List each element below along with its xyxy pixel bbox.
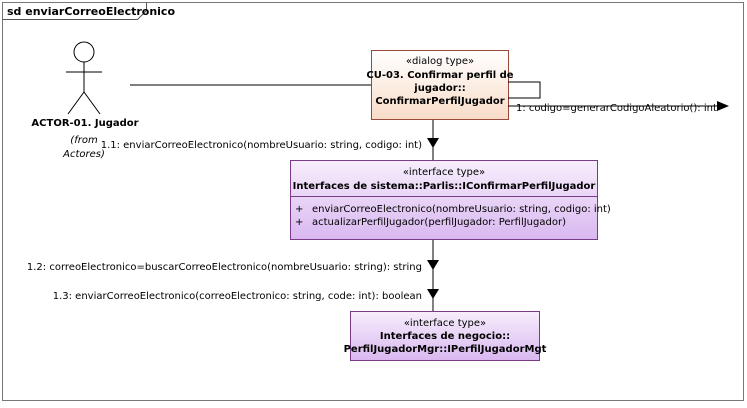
operation-1-visibility: +: [295, 204, 303, 215]
interface-sistema-rect: [290, 160, 598, 240]
interface-sistema-box[interactable]: [290, 160, 598, 240]
operation-2-signature: actualizarPerfilJugador(perfilJugador: P…: [312, 217, 566, 228]
actor-package-line2: Actores): [62, 149, 105, 160]
self-message-loop: [508, 81, 541, 99]
interface-negocio-stereotype: «interface type»: [404, 318, 486, 329]
interface-sistema-name: Interfaces de sistema::Parlis::IConfirma…: [293, 181, 596, 192]
dialog-name-line2: jugador::: [413, 83, 465, 94]
dialog-rect: [371, 50, 509, 120]
dialog-name-line1: CU-03. Confirmar perfil de: [366, 70, 513, 81]
interface-negocio-rect: [350, 311, 540, 361]
message-1-1-arrowhead: [427, 138, 439, 148]
frame-label-tab: [2, 2, 147, 20]
message-1-arrowhead: [717, 101, 729, 111]
message-1-1-label: 1.1: enviarCorreoElectronico(nombreUsuar…: [101, 140, 422, 151]
dialog-box[interactable]: [371, 50, 509, 120]
actor-jugador[interactable]: [66, 41, 102, 115]
actor-head: [73, 41, 95, 63]
interface-negocio-name-line2: PerfilJugadorMgr::IPerfilJugadorMgt: [344, 344, 547, 355]
message-1-2-label: 1.2: correoElectronico=buscarCorreoElect…: [27, 262, 422, 273]
frame-label: sd enviarCorreoElectronico: [7, 5, 175, 18]
operation-2-visibility: +: [295, 217, 303, 228]
dialog-stereotype: «dialog type»: [406, 56, 474, 67]
message-1-2-arrowhead: [427, 260, 439, 270]
interface-negocio-box[interactable]: [350, 311, 540, 361]
actor-left-leg: [67, 91, 85, 115]
actor-name: ACTOR-01. Jugador: [31, 118, 138, 129]
message-1-3-label: 1.3: enviarCorreoElectronico(correoElect…: [53, 291, 422, 302]
actor-right-leg: [83, 91, 101, 115]
dialog-name-line3: ConfirmarPerfilJugador: [375, 96, 504, 107]
message-1-label: 1: codigo=generarCodigoAleatorio(): int: [516, 103, 717, 114]
interface-negocio-name-line1: Interfaces de negocio::: [380, 331, 510, 342]
operation-1-signature: enviarCorreoElectronico(nombreUsuario: s…: [312, 204, 611, 215]
interface-sistema-stereotype: «interface type»: [403, 167, 485, 178]
message-1-3-arrowhead: [427, 289, 439, 299]
actor-package-line1: (from: [70, 135, 98, 146]
